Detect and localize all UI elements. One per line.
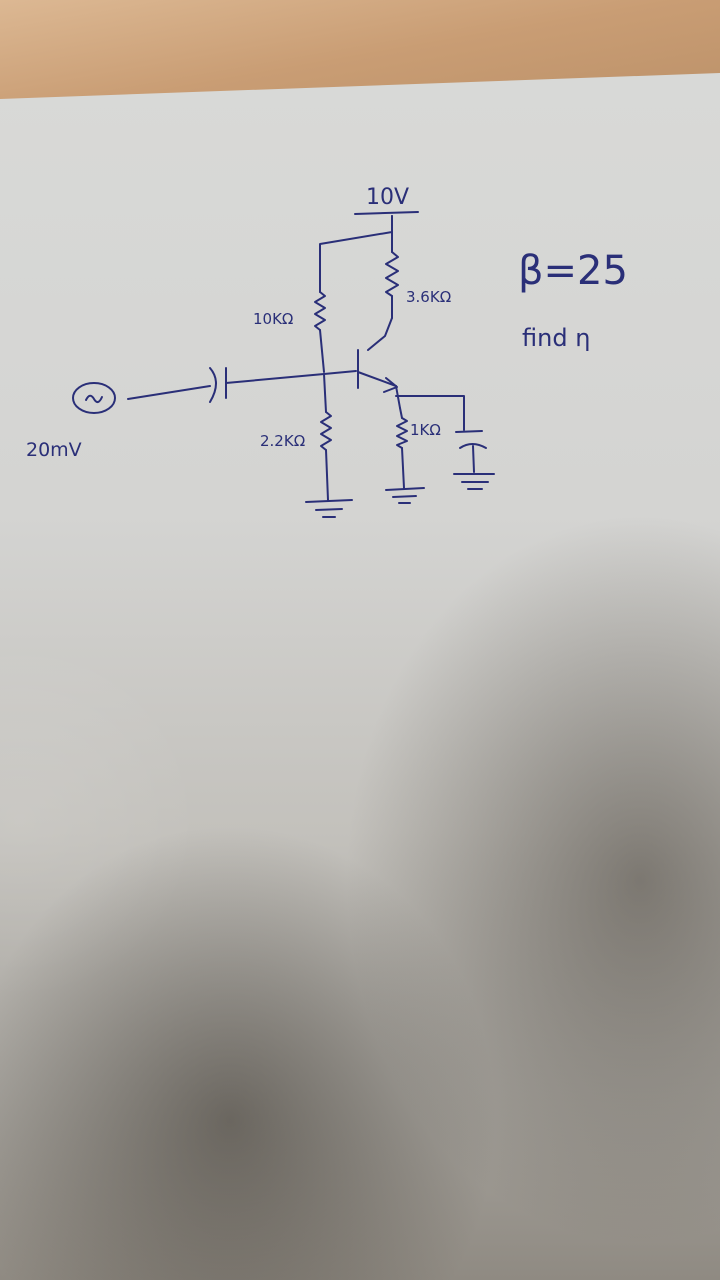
ac-source: 20mV [26, 382, 116, 461]
emitter-resistor-label: 1KΩ [410, 421, 441, 439]
base-top-resistor: 10KΩ [253, 269, 326, 373]
supply-node: 10V [354, 185, 419, 215]
ground-symbol [385, 487, 425, 504]
transistor [323, 349, 465, 431]
base-bottom-resistor: 2.2KΩ [260, 373, 332, 501]
task-note: find η [522, 324, 590, 352]
source-label: 20mV [26, 439, 82, 461]
ground-symbol [453, 473, 495, 490]
emitter-resistor: 1KΩ [396, 407, 441, 489]
base-top-resistor-label: 10KΩ [253, 310, 293, 328]
bypass-capacitor [455, 430, 487, 473]
collector-resistor-label: 3.6KΩ [406, 288, 451, 306]
base-bottom-resistor-label: 2.2KΩ [260, 432, 305, 450]
collector-resistor: 3.6KΩ [367, 215, 451, 351]
beta-note: β=25 [518, 248, 628, 294]
ground-symbol [305, 499, 353, 518]
coupling-capacitor [127, 367, 325, 403]
top-rail-wire [319, 215, 393, 271]
supply-label: 10V [366, 185, 409, 210]
